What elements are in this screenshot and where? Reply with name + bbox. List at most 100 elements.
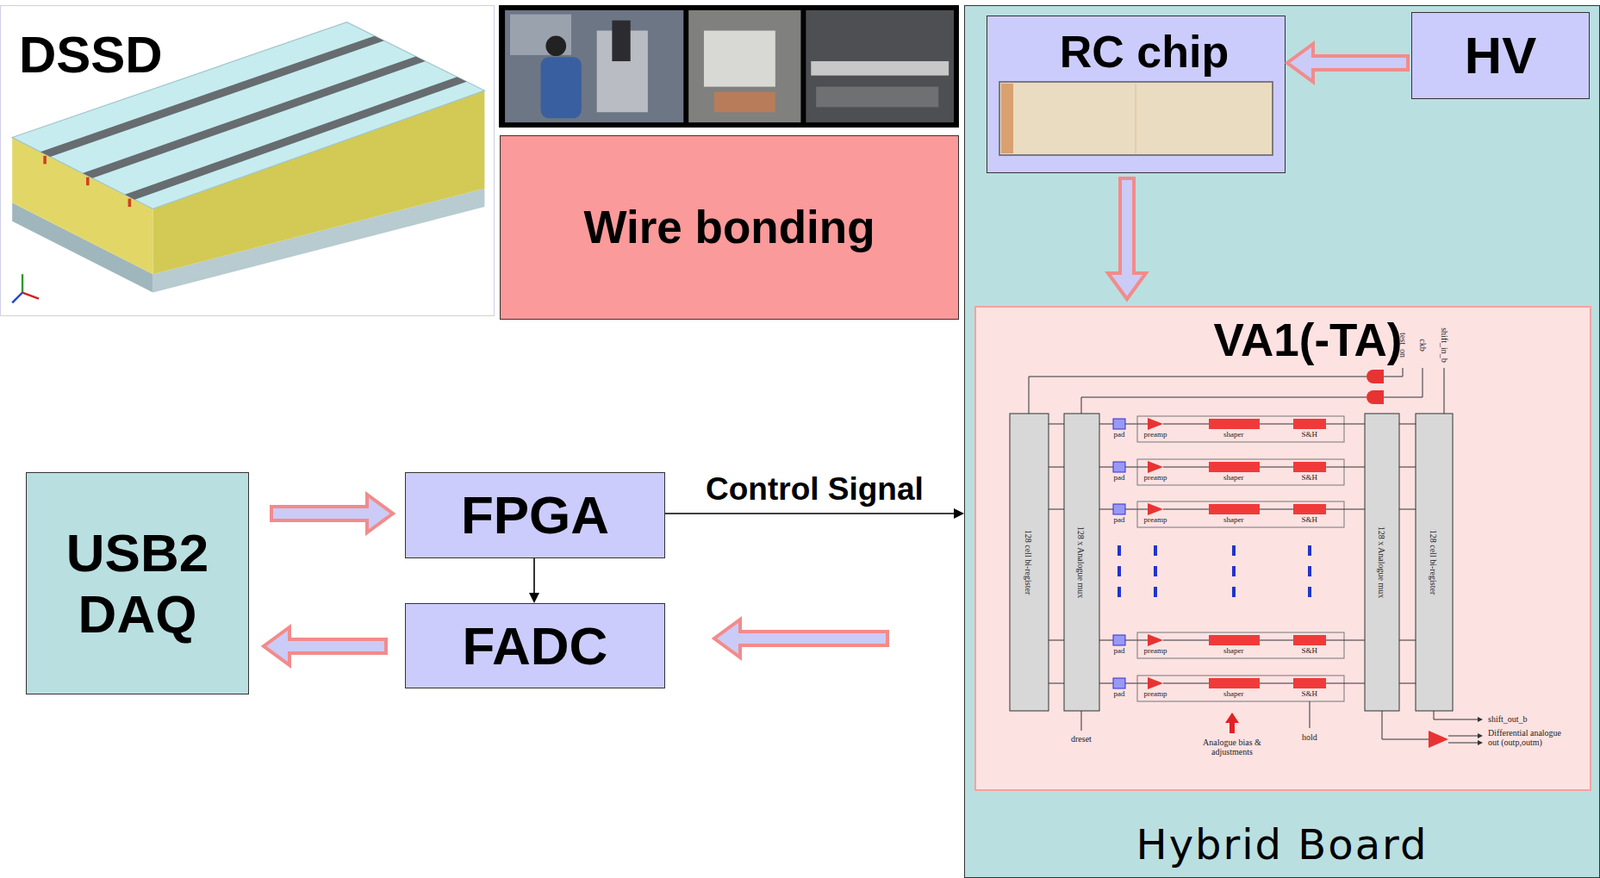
schematic-label: preamp (1144, 516, 1168, 525)
connector (271, 494, 393, 533)
chip-photo (999, 81, 1273, 156)
photo-strip (510, 14, 572, 56)
schematic-label: 128 cell bi-register (1023, 529, 1034, 595)
box-label: FADC (462, 615, 609, 677)
photo-strip (545, 35, 567, 57)
va1-schematic (1366, 369, 1384, 384)
connector (714, 619, 888, 658)
dssd-illustration (12, 22, 485, 304)
signal-line (665, 512, 954, 515)
signal-label: Control Signal (705, 471, 924, 509)
va1-schematic (1048, 632, 1416, 659)
schematic-label: shift_in_b (1438, 327, 1449, 363)
va1-schematic (1444, 367, 1445, 414)
box-label: RC chip (1059, 26, 1229, 79)
dssd-illustration (153, 90, 486, 274)
connector (1108, 178, 1146, 299)
panel-title: Hybrid Board (1136, 821, 1429, 869)
va1-schematic (1428, 730, 1449, 748)
schematic-label: Analogue bias & adjustments (1184, 737, 1280, 757)
dssd-illustration (12, 292, 23, 304)
schematic-label: preamp (1144, 647, 1168, 656)
board-panel: Hybrid Board RC chip HV VA1(-TA) 128 cell bi… (964, 5, 1600, 878)
va1-schematic (1383, 367, 1423, 398)
schematic-label: S&H (1301, 430, 1319, 440)
photo-strip (815, 87, 939, 108)
schematic-label: S&H (1301, 516, 1319, 525)
va1-schematic (1382, 710, 1429, 740)
continuation-dots (1307, 545, 1312, 556)
continuation-dots (1117, 545, 1312, 598)
schematic-label: 128 cell bi-register (1428, 529, 1439, 595)
schematic-label: dreset (1070, 734, 1092, 744)
va1-schematic (1048, 675, 1416, 702)
dssd-illustration (12, 137, 153, 275)
photo-strip (498, 5, 959, 128)
continuation-dots (1117, 566, 1121, 577)
dssd-panel: DSSD (0, 5, 495, 317)
va1-schematic (1477, 716, 1483, 723)
chip-photo (1135, 83, 1137, 154)
chip-photo (1001, 83, 1014, 154)
dssd-illustration (128, 199, 132, 207)
signal-line (533, 558, 536, 593)
continuation-dots (1153, 566, 1158, 577)
schematic-label: 128 x Analogue mux (1376, 525, 1387, 598)
dssd-illustration (86, 177, 90, 186)
photo-strip (611, 20, 630, 62)
box-label: Wire bonding (583, 201, 875, 255)
schematic-label: preamp (1144, 473, 1168, 483)
daq-box: USB2 DAQ (25, 472, 250, 695)
schematic-label: pad (1114, 516, 1126, 525)
va1-schematic (1477, 740, 1483, 746)
schematic-label: shaper (1223, 473, 1245, 483)
continuation-dots (1307, 586, 1312, 598)
box-label: HV (1464, 25, 1537, 86)
arrow-head (953, 508, 965, 519)
va1-schematic (1048, 501, 1416, 528)
dssd-illustration (82, 56, 426, 178)
photo-strip (714, 92, 776, 113)
schematic-label: 128 x Analogue mux (1076, 525, 1086, 598)
dssd-illustration (22, 292, 39, 299)
va1-schematic (1415, 413, 1453, 711)
box-label: VA1(-TA) (1214, 314, 1403, 368)
arrow-head (529, 592, 540, 604)
va1-schematic (1028, 376, 1367, 414)
dssd-illustration (153, 188, 486, 293)
schematic-label: test_on (1397, 332, 1408, 358)
va1-schematic (1364, 413, 1400, 711)
supply-box: HV (1411, 12, 1590, 100)
photo-strip (504, 10, 684, 123)
chip-photo (999, 81, 1273, 156)
va1-schematic (1366, 390, 1384, 405)
schematic-label: S&H (1301, 690, 1319, 699)
va1-schematic (1064, 413, 1100, 711)
block-arrow (714, 619, 888, 658)
schematic-label: shaper (1223, 516, 1245, 525)
va1-schematic (1009, 413, 1049, 711)
continuation-dots (1117, 586, 1121, 598)
continuation-dots (1153, 545, 1158, 556)
va1-schematic (1048, 416, 1416, 443)
continuation-dots (1232, 566, 1236, 577)
panel-title: DSSD (18, 24, 163, 85)
schematic-label: shift_out_b (1487, 714, 1528, 724)
dssd-illustration (21, 273, 24, 293)
va1-schematic (1081, 397, 1367, 414)
schematic-label: pad (1114, 473, 1126, 483)
schematic-label: Differential analogue out (outp,outm) (1487, 728, 1575, 748)
va1-schematic (1309, 701, 1311, 729)
schematic-label: hold (1301, 732, 1318, 742)
chip-box: VA1(-TA) 128 cell bi-register 128 x Analog… (974, 305, 1592, 791)
dssd-illustration (124, 76, 467, 200)
schematic-label: pad (1114, 647, 1126, 656)
block-arrow (1108, 178, 1146, 299)
schematic-label: shaper (1223, 430, 1245, 440)
schematic-label: shaper (1223, 690, 1245, 699)
block-arrow (263, 627, 386, 666)
schematic-label: ckb (1418, 338, 1428, 351)
